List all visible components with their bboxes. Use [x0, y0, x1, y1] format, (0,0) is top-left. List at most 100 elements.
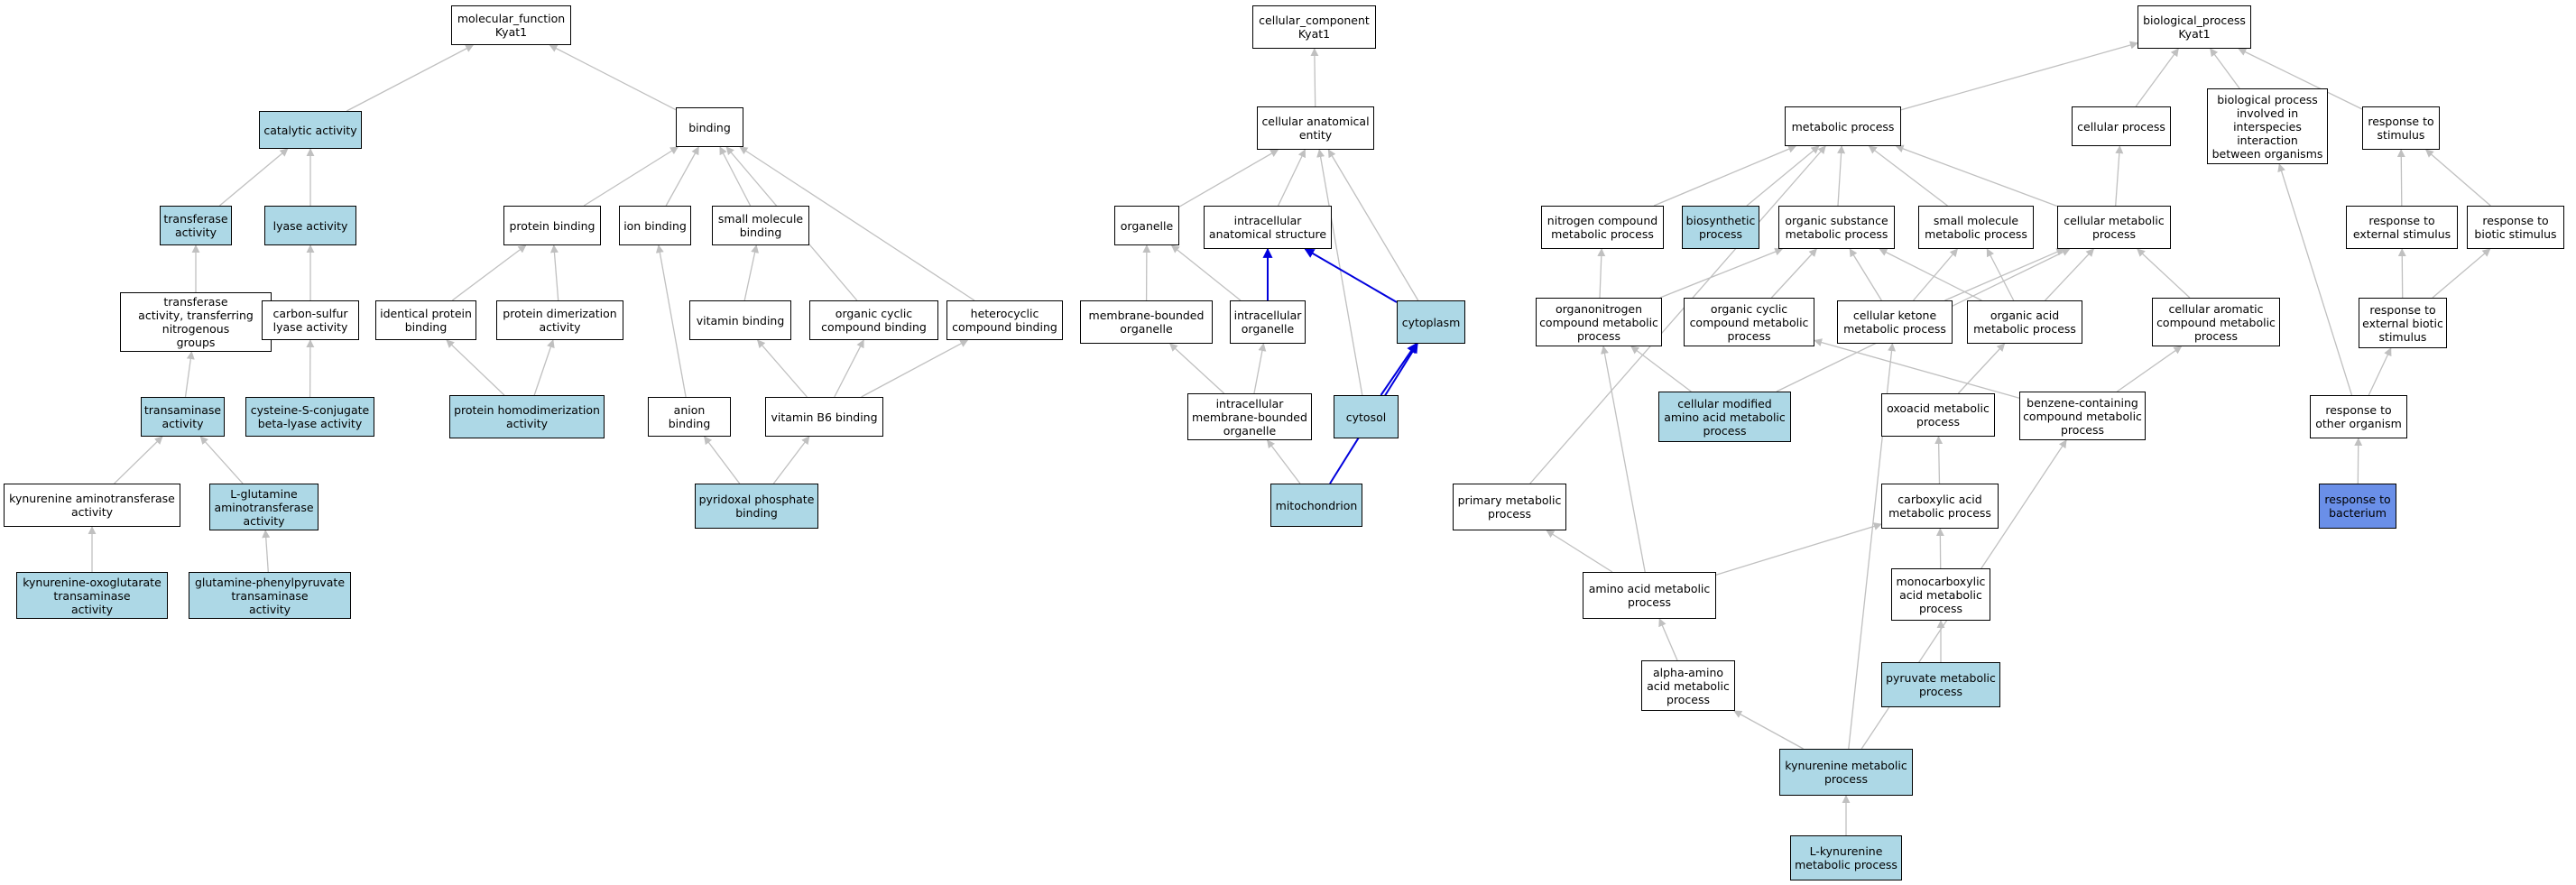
node-intracellular-anatomical-structure[interactable]: intracellular anatomical structure [1204, 206, 1332, 249]
node-pyruvate-metabolic[interactable]: pyruvate metabolic process [1881, 662, 2000, 707]
edge-plp_binding-to-anion_binding [704, 436, 741, 484]
node-response-to-bacterium[interactable]: response to bacterium [2319, 484, 2396, 529]
node-cytoplasm[interactable]: cytoplasm [1397, 300, 1465, 344]
edge-nitrogen_cmp-to-metabolic [1653, 144, 1797, 207]
node-cellular-anatomical-entity[interactable]: cellular anatomical entity [1257, 106, 1374, 150]
node-intracellular-organelle[interactable]: intracellular organelle [1230, 300, 1306, 344]
node-heterocyclic-compound-binding[interactable]: heterocyclic compound binding [946, 300, 1063, 340]
node-cellular-modified-amino-acid-metabolic[interactable]: cellular modified amino acid metabolic p… [1658, 392, 1791, 442]
node-kynurenine-metabolic[interactable]: kynurenine metabolic process [1779, 749, 1913, 796]
edge-resp_ext_biotic-to-resp_biotic [2432, 248, 2491, 299]
node-organic-acid-metabolic[interactable]: organic acid metabolic process [1967, 300, 2082, 344]
node-identical-protein-binding[interactable]: identical protein binding [375, 300, 476, 340]
edge-anion_binding-to-ion_binding [655, 244, 687, 398]
edge-resp_bact-to-resp_other_org [2354, 438, 2363, 484]
node-vitamin-b6-binding[interactable]: vitamin B6 binding [765, 397, 883, 437]
node-nitrogen-compound-metabolic[interactable]: nitrogen compound metabolic process [1541, 206, 1664, 249]
node-protein-binding[interactable]: protein binding [503, 206, 601, 245]
edge-vitamin_binding-to-small_mol_binding [743, 244, 759, 301]
node-organic-cyclic-compound-binding[interactable]: organic cyclic compound binding [809, 300, 938, 340]
edge-resp_ext-to-resp_stim [2396, 149, 2405, 207]
node-organic-substance-metabolic[interactable]: organic substance metabolic process [1778, 206, 1895, 249]
edge-org_acid-to-small_mol_met [1986, 248, 2015, 301]
edge-transaminase-to-transf_n [184, 351, 195, 398]
node-cysteine-conjugate-lyase[interactable]: cysteine-S-conjugate beta-lyase activity [245, 397, 374, 437]
node-protein-homodimerization[interactable]: protein homodimerization activity [449, 395, 605, 438]
node-oxoacid-metabolic[interactable]: oxoacid metabolic process [1881, 393, 1995, 437]
node-organonitrogen-compound-metabolic[interactable]: organonitrogen compound metabolic proces… [1536, 298, 1662, 346]
node-amino-acid-metabolic[interactable]: amino acid metabolic process [1583, 572, 1716, 619]
node-glutamine-phenylpyruvate-transaminase[interactable]: glutamine-phenylpyruvate transaminase ac… [189, 572, 351, 619]
node-transferase-activity[interactable]: transferase activity [160, 206, 232, 245]
node-anion-binding[interactable]: anion binding [648, 397, 731, 437]
edge-aa_met-to-organonitrogen [1601, 346, 1646, 573]
node-interspecies-interaction[interactable]: biological process involved in interspec… [2207, 88, 2328, 164]
edge-organonitrogen-to-nitrogen_cmp [1597, 248, 1606, 299]
node-catalytic-activity[interactable]: catalytic activity [259, 111, 362, 149]
edge-cytoplasm-to-cae [1327, 149, 1419, 301]
node-alpha-amino-acid-metabolic[interactable]: alpha-amino acid metabolic process [1641, 660, 1735, 711]
node-response-external-biotic-stimulus[interactable]: response to external biotic stimulus [2359, 298, 2447, 348]
edge-cell_ketone-to-small_mol_met [1913, 248, 1958, 301]
node-response-external-stimulus[interactable]: response to external stimulus [2346, 206, 2458, 249]
node-cellular-process[interactable]: cellular process [2072, 106, 2171, 146]
node-response-to-other-organism[interactable]: response to other organism [2310, 395, 2407, 438]
node-intracellular-membrane-bounded-organelle[interactable]: intracellular membrane-bounded organelle [1187, 393, 1312, 440]
edge-mito-to-imbo [1267, 439, 1301, 484]
node-l-glutamine-aminotransferase[interactable]: L-glutamine aminotransferase activity [209, 484, 319, 530]
node-vitamin-binding[interactable]: vitamin binding [689, 300, 791, 340]
node-benzene-containing-compound-metabolic[interactable]: benzene-containing compound metabolic pr… [2019, 392, 2146, 440]
edge-cytosol-to-cae [1316, 149, 1363, 396]
edge-vb6_binding-to-heterocyclic_binding [861, 339, 969, 398]
node-biological-process-root[interactable]: biological_process Kyat1 [2137, 5, 2251, 49]
node-transferase-nitrogenous[interactable]: transferase activity, transferring nitro… [120, 292, 272, 352]
node-molecular-function-root[interactable]: molecular_function Kyat1 [451, 5, 571, 45]
node-primary-metabolic-process[interactable]: primary metabolic process [1453, 484, 1566, 530]
node-response-to-stimulus[interactable]: response to stimulus [2362, 106, 2440, 150]
node-pyridoxal-phosphate-binding[interactable]: pyridoxal phosphate binding [695, 484, 818, 529]
node-membrane-bounded-organelle[interactable]: membrane-bounded organelle [1080, 300, 1213, 344]
node-monocarboxylic-acid-metabolic[interactable]: monocarboxylic acid metabolic process [1891, 568, 1990, 621]
node-kynurenine-aminotransferase[interactable]: kynurenine aminotransferase activity [4, 484, 180, 527]
edge-resp_other_org-to-bp_interspecies [2277, 163, 2353, 396]
node-cellular-aromatic-compound-metabolic[interactable]: cellular aromatic compound metabolic pro… [2152, 298, 2280, 346]
node-cellular-metabolic-process[interactable]: cellular metabolic process [2057, 206, 2171, 249]
edge-cell_ketone-to-cell_met [1944, 248, 2065, 301]
node-binding[interactable]: binding [676, 107, 743, 147]
node-response-biotic-stimulus[interactable]: response to biotic stimulus [2467, 206, 2564, 249]
edge-organonitrogen-to-org_sub [1659, 247, 1784, 299]
node-transaminase-activity[interactable]: transaminase activity [141, 397, 225, 437]
node-cellular-ketone-metabolic[interactable]: cellular ketone metabolic process [1837, 300, 1953, 344]
edge-carboxylic-to-oxoacid [1934, 436, 1944, 484]
node-biosynthetic-process[interactable]: biosynthetic process [1682, 206, 1759, 249]
node-lyase-activity[interactable]: lyase activity [264, 206, 356, 245]
edge-ias-to-cae [1278, 149, 1306, 207]
edge-aa_met-to-carboxylic [1715, 522, 1882, 576]
edge-vb6_binding-to-vitamin_binding [757, 339, 808, 398]
edge-transferase-to-catalytic [218, 148, 289, 207]
node-metabolic-process[interactable]: metabolic process [1785, 106, 1901, 146]
edge-alpha_aa-to-aa_met [1658, 618, 1678, 661]
node-small-molecule-metabolic[interactable]: small molecule metabolic process [1918, 206, 2034, 249]
node-organic-cyclic-compound-metabolic[interactable]: organic cyclic compound metabolic proces… [1684, 298, 1814, 346]
edge-primary_met-to-metabolic [1529, 145, 1826, 484]
edge-org_acid-to-org_sub [1879, 248, 1982, 301]
node-organelle[interactable]: organelle [1114, 206, 1179, 245]
node-cytosol[interactable]: cytosol [1334, 395, 1399, 438]
edge-org_sub-to-metabolic [1837, 145, 1846, 207]
node-carboxylic-acid-metabolic[interactable]: carboxylic acid metabolic process [1881, 484, 1999, 529]
node-kynurenine-oxoglutarate-transaminase[interactable]: kynurenine-oxoglutarate transaminase act… [16, 572, 168, 619]
edge-kyn_at-to-transaminase [114, 436, 163, 484]
node-mitochondrion[interactable]: mitochondrion [1270, 484, 1362, 527]
node-l-kynurenine-metabolic[interactable]: L-kynurenine metabolic process [1790, 835, 1902, 880]
node-cellular-component-root[interactable]: cellular_component Kyat1 [1252, 5, 1376, 49]
node-carbon-sulfur-lyase[interactable]: carbon-sulfur lyase activity [262, 300, 359, 340]
node-ion-binding[interactable]: ion binding [619, 206, 691, 245]
node-small-molecule-binding[interactable]: small molecule binding [712, 206, 809, 245]
edge-org_acid-to-cell_met [2045, 248, 2095, 301]
edge-cell_arom-to-cell_met [2137, 248, 2191, 299]
edge-org_cyclic_met-to-org_sub [1770, 248, 1817, 299]
edge-imbo-to-intra_org [1253, 343, 1267, 394]
edge-lgln_at-to-transaminase [199, 436, 244, 484]
node-protein-dimerization[interactable]: protein dimerization activity [496, 300, 623, 340]
